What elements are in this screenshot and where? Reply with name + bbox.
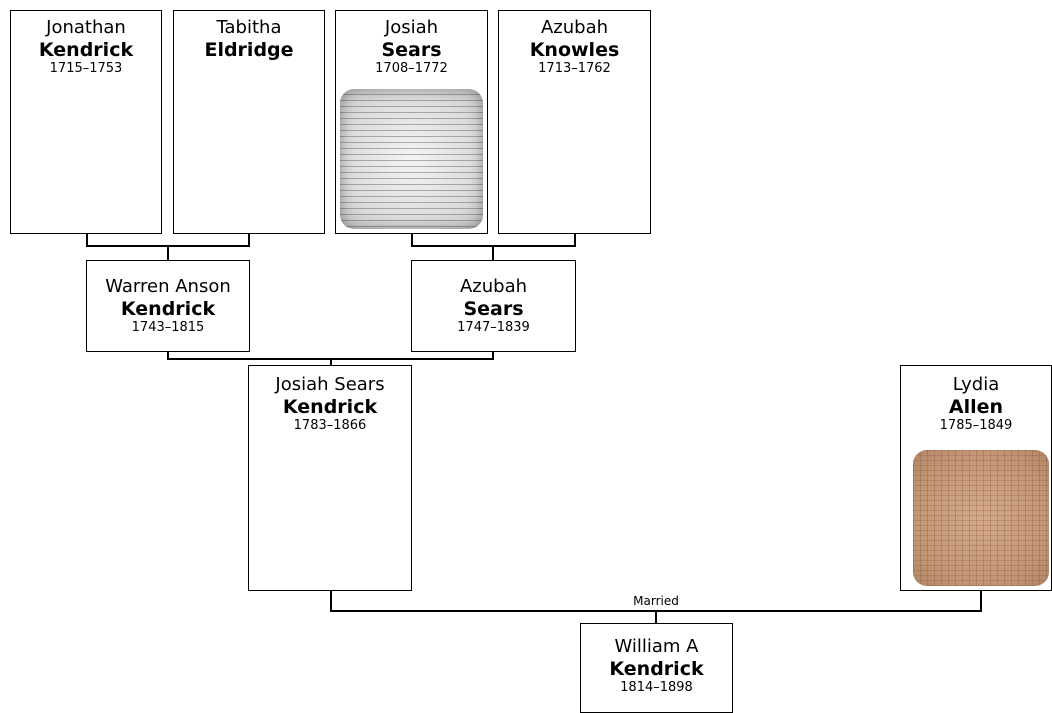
connector-line <box>411 245 576 247</box>
connector-line <box>86 233 88 245</box>
person-card-warren-anson-kendrick[interactable]: Warren Anson Kendrick 1743–1815 <box>86 260 250 352</box>
surname: Kendrick <box>609 658 704 680</box>
surname: Sears <box>463 298 524 320</box>
person-card-azubah-knowles[interactable]: Azubah Knowles 1713–1762 <box>498 10 651 234</box>
connector-line <box>167 351 169 358</box>
life-dates: 1747–1839 <box>457 320 530 335</box>
connector-line <box>655 610 657 624</box>
connector-line <box>492 245 494 261</box>
surname: Kendrick <box>282 396 378 418</box>
life-dates: 1713–1762 <box>538 61 611 76</box>
connector-line <box>330 358 332 366</box>
document-photo-thumbnail[interactable] <box>340 89 483 229</box>
surname: Knowles <box>529 39 620 61</box>
person-card-tabitha-eldridge[interactable]: Tabitha Eldridge <box>173 10 325 234</box>
given-name: Josiah Sears <box>275 374 385 395</box>
person-card-azubah-sears[interactable]: Azubah Sears 1747–1839 <box>411 260 576 352</box>
person-card-josiah-sears-kendrick[interactable]: Josiah Sears Kendrick 1783–1866 <box>248 365 412 591</box>
person-card-william-a-kendrick[interactable]: William A Kendrick 1814–1898 <box>580 623 733 713</box>
surname: Sears <box>381 39 442 61</box>
connector-line <box>167 245 169 261</box>
given-name: Azubah <box>540 17 609 38</box>
person-card-josiah-sears[interactable]: Josiah Sears 1708–1772 <box>335 10 488 234</box>
given-name: Lydia <box>952 374 1000 395</box>
surname: Kendrick <box>120 298 216 320</box>
life-dates: 1783–1866 <box>293 418 367 433</box>
given-name: Josiah <box>384 17 439 38</box>
given-name: Azubah <box>459 276 528 297</box>
connector-line <box>980 590 982 610</box>
life-dates: 1785–1849 <box>939 418 1013 433</box>
surname: Allen <box>948 396 1004 418</box>
connector-line <box>492 351 494 358</box>
surname: Kendrick <box>38 39 134 61</box>
married-label: Married <box>633 594 679 608</box>
person-card-jonathan-kendrick[interactable]: Jonathan Kendrick 1715–1753 <box>10 10 162 234</box>
life-dates: 1708–1772 <box>375 61 448 76</box>
life-dates: 1814–1898 <box>620 680 693 695</box>
newspaper-photo-thumbnail[interactable] <box>913 450 1049 586</box>
person-card-lydia-allen[interactable]: Lydia Allen 1785–1849 <box>900 365 1052 591</box>
connector-line <box>574 233 576 245</box>
given-name: Jonathan <box>46 17 126 38</box>
connector-line <box>330 590 332 610</box>
connector-line <box>411 233 413 245</box>
life-dates: 1715–1753 <box>49 61 123 76</box>
given-name: William A <box>614 636 699 657</box>
life-dates: 1743–1815 <box>131 320 205 335</box>
given-name: Tabitha <box>216 17 282 38</box>
connector-line <box>248 233 250 245</box>
given-name: Warren Anson <box>105 276 231 297</box>
surname: Eldridge <box>204 39 294 61</box>
